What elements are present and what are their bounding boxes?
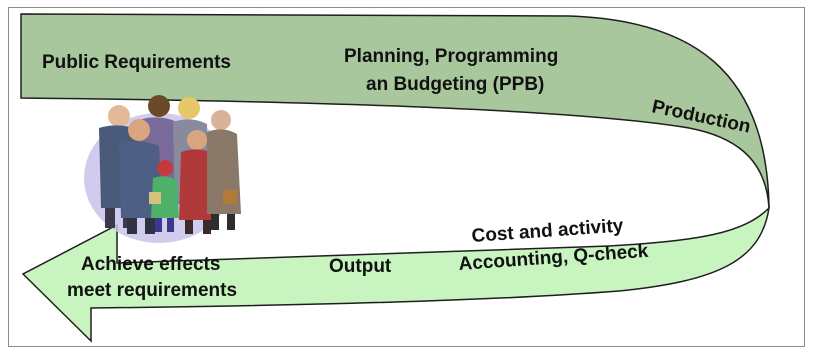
bottom-return-arrow xyxy=(21,205,771,343)
label-output: Output xyxy=(329,256,392,277)
process-cycle-diagram: Public Requirements Planning, Programmin… xyxy=(20,13,771,343)
group-of-people-icon xyxy=(84,95,241,243)
label-achieve-line2: meet requirements xyxy=(67,280,237,301)
top-band-arrow xyxy=(20,13,770,209)
diagram-frame: Public Requirements Planning, Programmin… xyxy=(8,7,805,347)
label-achieve-line1: Achieve effects xyxy=(81,254,220,275)
label-ppb-line2: an Budgeting (PPB) xyxy=(366,74,544,95)
label-public-requirements: Public Requirements xyxy=(42,52,231,73)
label-cost-line1: Cost and activity xyxy=(471,215,625,247)
label-ppb-line1: Planning, Programming xyxy=(344,46,558,67)
